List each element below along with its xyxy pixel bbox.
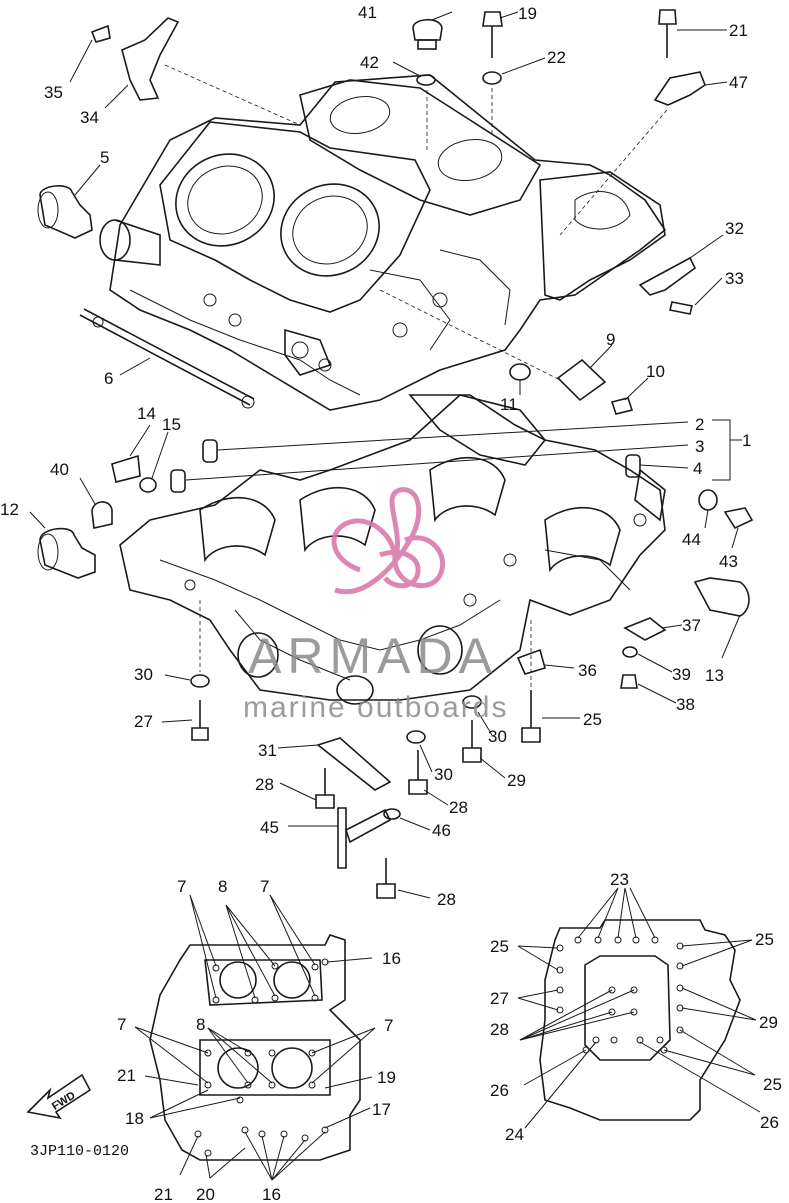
callout-32: 32 bbox=[725, 219, 744, 238]
callout-28b: 28 bbox=[449, 798, 468, 817]
crankcase-bottom-view: 23 25 25 27 29 28 26 25 24 26 bbox=[490, 870, 782, 1144]
callout-41: 41 bbox=[358, 3, 377, 22]
leader-lines bbox=[29, 11, 742, 899]
callout-13: 13 bbox=[705, 666, 724, 685]
bottom-callout-26a: 26 bbox=[490, 1081, 509, 1100]
callout-4: 4 bbox=[693, 459, 702, 478]
bottom-callout-25c: 25 bbox=[763, 1075, 782, 1094]
callout-38: 38 bbox=[676, 695, 695, 714]
bottom-view-leaders bbox=[517, 887, 761, 1129]
top-callout-16a: 16 bbox=[382, 949, 401, 968]
bottom-callout-29: 29 bbox=[759, 1013, 778, 1032]
callout-22: 22 bbox=[547, 48, 566, 67]
callout-28a: 28 bbox=[255, 775, 274, 794]
top-callout-8b: 8 bbox=[196, 1015, 205, 1034]
callout-10: 10 bbox=[646, 362, 665, 381]
forward-arrow-icon: FWD bbox=[26, 1073, 92, 1120]
top-callout-16b: 16 bbox=[262, 1185, 281, 1203]
diagram-code: 3JP110-0120 bbox=[30, 1143, 129, 1160]
callout-labels: 41 19 21 35 34 42 22 47 5 32 33 9 6 10 1… bbox=[0, 3, 751, 909]
callout-35: 35 bbox=[44, 83, 63, 102]
callout-21: 21 bbox=[729, 21, 748, 40]
bottom-callout-25b: 25 bbox=[755, 930, 774, 949]
watermark-tagline: marine outboards bbox=[243, 691, 508, 724]
lower-crankcase bbox=[119, 394, 666, 705]
callout-42: 42 bbox=[360, 53, 379, 72]
callout-30a: 30 bbox=[134, 665, 153, 684]
top-view-leaders bbox=[134, 894, 376, 1181]
small-parts bbox=[37, 9, 754, 899]
top-callout-8a: 8 bbox=[218, 877, 227, 896]
callout-33: 33 bbox=[725, 269, 744, 288]
callout-46: 46 bbox=[432, 821, 451, 840]
callout-36: 36 bbox=[578, 661, 597, 680]
bottom-callout-28: 28 bbox=[490, 1020, 509, 1039]
bottom-callout-24: 24 bbox=[505, 1125, 524, 1144]
callout-30b: 30 bbox=[488, 727, 507, 746]
callout-47: 47 bbox=[729, 73, 748, 92]
top-callout-20: 20 bbox=[196, 1185, 215, 1203]
callout-28c: 28 bbox=[437, 890, 456, 909]
callout-31: 31 bbox=[258, 741, 277, 760]
bottom-callout-23: 23 bbox=[610, 870, 629, 889]
callout-44: 44 bbox=[682, 530, 701, 549]
callout-5: 5 bbox=[100, 148, 109, 167]
bottom-callout-26b: 26 bbox=[760, 1113, 779, 1132]
top-callout-19: 19 bbox=[377, 1068, 396, 1087]
top-callout-17: 17 bbox=[372, 1100, 391, 1119]
top-callout-7d: 7 bbox=[384, 1016, 393, 1035]
callout-9: 9 bbox=[606, 330, 615, 349]
crankcase-top-view: 7 8 7 16 7 8 7 21 19 18 17 21 20 16 bbox=[117, 877, 401, 1203]
callout-37: 37 bbox=[682, 616, 701, 635]
callout-25: 25 bbox=[583, 710, 602, 729]
callout-43: 43 bbox=[719, 552, 738, 571]
callout-45: 45 bbox=[260, 818, 279, 837]
top-callout-21b: 21 bbox=[154, 1185, 173, 1203]
callout-3: 3 bbox=[695, 437, 704, 456]
bottom-callout-27: 27 bbox=[490, 989, 509, 1008]
bottom-callout-25a: 25 bbox=[490, 937, 509, 956]
callout-29: 29 bbox=[507, 771, 526, 790]
watermark-brand: ARMADA bbox=[248, 628, 498, 684]
top-callout-7c: 7 bbox=[117, 1015, 126, 1034]
callout-30c: 30 bbox=[434, 765, 453, 784]
callout-2: 2 bbox=[695, 415, 704, 434]
callout-1: 1 bbox=[742, 431, 751, 450]
top-callout-7a: 7 bbox=[177, 877, 186, 896]
top-callout-7b: 7 bbox=[260, 877, 269, 896]
callout-14: 14 bbox=[137, 404, 156, 423]
alignment-lines bbox=[164, 64, 668, 688]
callout-12: 12 bbox=[0, 500, 19, 519]
armada-watermark: ARMADA marine outboards bbox=[243, 487, 508, 724]
top-callout-21a: 21 bbox=[117, 1066, 136, 1085]
top-callout-18: 18 bbox=[125, 1109, 144, 1128]
callout-40: 40 bbox=[50, 460, 69, 479]
callout-19: 19 bbox=[518, 4, 537, 23]
callout-34: 34 bbox=[80, 108, 99, 127]
callout-39: 39 bbox=[672, 665, 691, 684]
callout-11: 11 bbox=[500, 395, 518, 414]
callout-6: 6 bbox=[104, 369, 113, 388]
callout-15: 15 bbox=[162, 415, 181, 434]
callout-27: 27 bbox=[134, 712, 153, 731]
logo-knot-icon bbox=[331, 487, 446, 595]
upper-crankcase bbox=[99, 74, 667, 411]
